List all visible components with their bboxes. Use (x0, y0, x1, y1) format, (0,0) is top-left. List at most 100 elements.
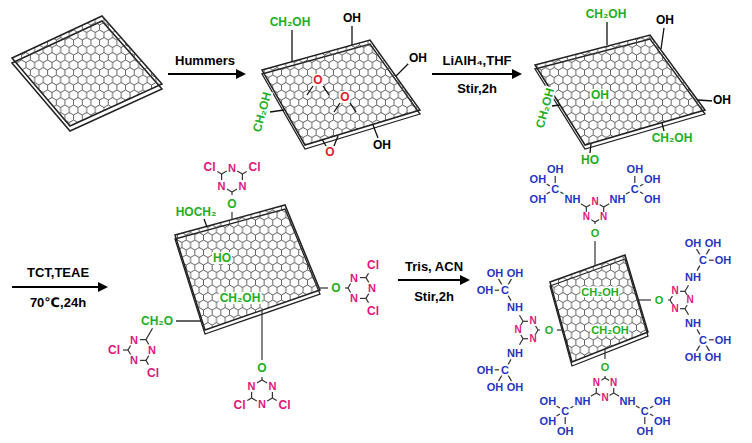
bond-line (538, 329, 540, 330)
bond-line (366, 298, 369, 302)
bond-line (670, 296, 673, 300)
ring-atom: N (267, 381, 277, 392)
substituent-label: NH (506, 302, 524, 313)
reagent-label: Stir,2h (456, 82, 498, 95)
carbon-label: C (630, 184, 640, 195)
hydroxyl-label: OH (556, 426, 575, 437)
hydroxyl-label: OH (506, 382, 525, 393)
bond-line (231, 212, 232, 220)
bond-line (242, 174, 243, 180)
linker-label: O (590, 228, 601, 239)
bond-line (499, 375, 503, 381)
bond-line (146, 360, 149, 364)
linker-label: CH₂O (140, 315, 174, 327)
bond-line (140, 360, 146, 361)
bond-line (697, 345, 701, 351)
bond-line (634, 176, 635, 183)
bond-line (123, 349, 128, 350)
bond-line (594, 241, 595, 266)
substituent-label: Cl (107, 344, 121, 356)
ring-atom: N (609, 378, 618, 388)
hydroxyl-label: OH (704, 237, 723, 248)
substituent-label: NH (684, 317, 702, 328)
linker-label: O (654, 295, 665, 306)
hydroxyl-label: OH (486, 382, 505, 393)
atom-label: HO (580, 154, 600, 166)
hydroxyl-label: OH (539, 416, 558, 427)
bond-line (272, 392, 273, 398)
ring-atom: N (367, 283, 377, 294)
atom-label: CH₂OH (590, 325, 629, 336)
substituent-label: Cl (248, 161, 262, 173)
ring-atom: N (129, 334, 139, 345)
substituent-label: NH (506, 347, 524, 358)
substituent-label: Cl (202, 161, 216, 173)
hydroxyl-label: OH (486, 267, 505, 278)
atom-label: O (312, 74, 323, 86)
substituent-label: NH (684, 272, 702, 283)
hydroxyl-label: OH (684, 352, 703, 363)
bond-line (596, 388, 597, 393)
bond-line (227, 189, 232, 192)
ring-atom: N (217, 181, 227, 192)
bond-line (360, 277, 366, 278)
linker-label: O (256, 362, 267, 374)
linker-label: O (600, 362, 611, 373)
bond-line (508, 295, 511, 300)
bond-line (366, 293, 369, 298)
hydroxyl-label: OH (714, 334, 733, 345)
bond-line (247, 398, 251, 401)
linker-label: O (226, 198, 237, 210)
ring-atom: N (590, 197, 599, 207)
bond-line (555, 176, 556, 183)
substituent-label: NH (564, 194, 582, 205)
atom-label: CH₂OH (269, 16, 312, 28)
bond-line (599, 205, 603, 208)
atom-label: CH₂OH (585, 8, 628, 20)
ring-atom: N (227, 163, 237, 174)
bond-line (267, 398, 272, 401)
ring-atom: N (685, 295, 694, 305)
carbon-label: C (698, 334, 708, 345)
hydroxyl-label: OH (529, 194, 548, 205)
ring-atom: N (599, 212, 608, 222)
atom-label: OH (590, 89, 610, 101)
atom-label: CH₂OH (580, 287, 619, 298)
bond-line (222, 171, 227, 174)
bond-line (520, 339, 524, 345)
hydroxyl-label: OH (546, 164, 565, 175)
ring-atom: N (247, 381, 257, 392)
ring-atom: N (147, 345, 157, 356)
bond-line (221, 174, 222, 180)
ring-atom: N (513, 325, 522, 335)
hydroxyl-label: OH (636, 426, 655, 437)
hydroxyl-label: OH (529, 174, 548, 185)
bond-line (360, 298, 366, 299)
bond-line (231, 192, 232, 195)
bond-line (261, 377, 262, 380)
bond-line (591, 220, 595, 223)
bond-line (565, 417, 566, 424)
substituent-label: Cl (232, 399, 246, 411)
ring-atom: N (670, 286, 679, 296)
hydroxyl-label: OH (476, 285, 495, 296)
graphite-sheet (12, 16, 162, 131)
bond-line (348, 283, 351, 288)
bond-line (685, 285, 689, 291)
tris-sheet (550, 255, 648, 366)
atom-label: OH (372, 139, 392, 151)
triazine-bonds (123, 171, 716, 424)
reaction-arrow (12, 69, 522, 292)
bond-line (140, 339, 146, 340)
bond-line (601, 378, 605, 381)
bond-line (508, 375, 512, 381)
bond-line (237, 171, 242, 174)
hydroxyl-label: OH (653, 416, 672, 427)
reduced-sheet (535, 35, 705, 149)
bond-line (252, 398, 257, 401)
bond-line (242, 172, 246, 175)
ring-atom: N (528, 316, 537, 326)
carbon-label: C (560, 406, 570, 417)
bond-line (261, 311, 262, 360)
substituent-label: NH (609, 194, 627, 205)
